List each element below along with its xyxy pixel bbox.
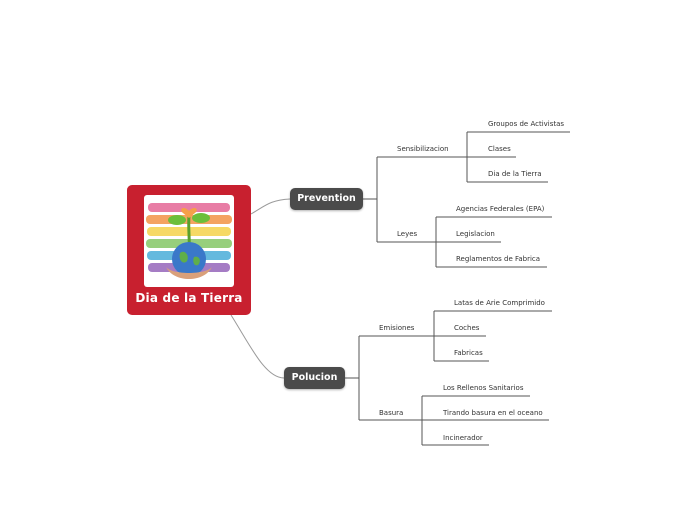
leaf-topic[interactable]: Fabricas [454,349,483,357]
leaf-topic[interactable]: Tirando basura en el oceano [443,409,543,417]
topic-label: Prevention [297,193,356,204]
leaf-topic[interactable]: Dia de la Tierra [488,170,542,178]
leaf-topic[interactable]: Los Rellenos Sanitarios [443,384,524,392]
leaf-topic[interactable]: Clases [488,145,511,153]
subtopic-basura[interactable]: Basura [379,409,404,417]
topic-prevention[interactable]: Prevention [290,188,363,210]
leaf-topic[interactable]: Reglamentos de Fabrica [456,255,541,263]
earth-image [144,195,234,287]
topic-polucion[interactable]: Polucion [284,367,345,389]
subtopic-leyes[interactable]: Leyes [397,230,418,238]
leaf-topic[interactable]: Coches [454,324,480,332]
leaf-topic[interactable]: Incinerador [443,434,483,442]
leaf-topic[interactable]: Agencias Federales (EPA) [456,205,545,213]
leaf-topic[interactable]: Latas de Arie Comprimido [454,299,545,307]
subtopic-sensibilizacion[interactable]: Sensibilizacion [397,145,449,153]
leaf-topic[interactable]: Legislacion [456,230,495,238]
leaf-topic[interactable]: Groupos de Activistas [488,120,565,128]
central-topic[interactable]: Dia de la Tierra [127,185,251,315]
topic-label: Polucion [291,372,338,383]
central-topic-label: Dia de la Tierra [135,291,243,305]
subtopic-emisiones[interactable]: Emisiones [379,324,415,332]
